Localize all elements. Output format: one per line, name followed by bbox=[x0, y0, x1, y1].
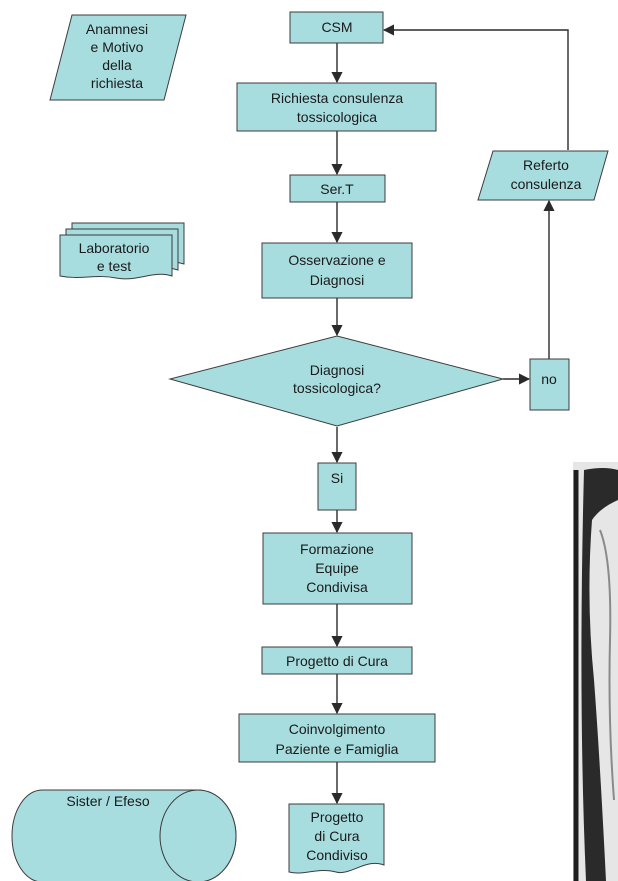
node-no: no bbox=[529, 358, 570, 411]
csm-box bbox=[289, 11, 384, 44]
no-box bbox=[529, 358, 570, 411]
node-anamnesi: Anamnesi e Motivo della richiesta bbox=[49, 14, 187, 101]
node-sert: Ser.T bbox=[289, 174, 386, 203]
referto-label-2: consulenza bbox=[511, 176, 582, 192]
sert-box bbox=[289, 174, 386, 203]
laboratorio-page-front bbox=[59, 234, 173, 280]
node-progetto: Progetto di Cura bbox=[261, 646, 413, 675]
formazione-label-2: Equipe bbox=[315, 560, 359, 576]
connectors bbox=[331, 24, 569, 805]
arrow-referto-to-csm bbox=[382, 24, 569, 150]
coinvolgimento-label-2: Paziente e Famiglia bbox=[276, 741, 399, 757]
node-csm: CSM bbox=[289, 11, 384, 44]
formazione-label-1: Formazione bbox=[300, 541, 374, 557]
node-osservazione: Osservazione e Diagnosi bbox=[261, 242, 413, 299]
progetto-condiviso-label-1: Progetto bbox=[311, 809, 364, 825]
progetto-condiviso-shape bbox=[288, 803, 385, 874]
node-laboratorio: Laboratorio e test bbox=[59, 222, 185, 280]
sister-cylinder-end bbox=[159, 789, 237, 881]
node-si: Si bbox=[317, 462, 357, 511]
progetto-condiviso-label-2: di Cura bbox=[314, 828, 359, 844]
laboratorio-label-2: e test bbox=[97, 258, 131, 274]
si-box bbox=[317, 462, 357, 511]
decision-label-2: tossicologica? bbox=[293, 380, 381, 396]
csm-label: CSM bbox=[321, 19, 352, 35]
decision-shape bbox=[168, 335, 505, 427]
node-richiesta: Richiesta consulenza tossicologica bbox=[236, 82, 437, 132]
referto-label-1: Referto bbox=[523, 157, 569, 173]
osservazione-box bbox=[261, 242, 413, 299]
photo-fragment bbox=[573, 462, 618, 881]
laboratorio-label-1: Laboratorio bbox=[79, 240, 150, 256]
referto-shape bbox=[477, 150, 609, 201]
progetto-condiviso-label-3: Condiviso bbox=[306, 847, 368, 863]
sister-label: Sister / Efeso bbox=[66, 793, 149, 809]
anamnesi-label-2: e Motivo bbox=[91, 39, 144, 55]
osservazione-label-1: Osservazione e bbox=[288, 252, 385, 268]
progetto-label: Progetto di Cura bbox=[286, 653, 388, 669]
decision-label-1: Diagnosi bbox=[310, 362, 364, 378]
progetto-box bbox=[261, 646, 413, 675]
node-decision: Diagnosi tossicologica? bbox=[168, 335, 505, 427]
sert-label: Ser.T bbox=[320, 181, 354, 197]
osservazione-label-2: Diagnosi bbox=[310, 272, 364, 288]
node-formazione: Formazione Equipe Condivisa bbox=[262, 532, 413, 605]
node-coinvolgimento: Coinvolgimento Paziente e Famiglia bbox=[238, 713, 436, 763]
si-label: Si bbox=[331, 470, 343, 486]
anamnesi-label-1: Anamnesi bbox=[86, 21, 148, 37]
node-referto: Referto consulenza bbox=[477, 150, 609, 201]
formazione-box bbox=[262, 532, 413, 605]
anamnesi-label-4: richiesta bbox=[91, 75, 143, 91]
richiesta-box bbox=[236, 82, 437, 132]
node-sister: Sister / Efeso bbox=[11, 789, 237, 881]
coinvolgimento-box bbox=[238, 713, 436, 763]
richiesta-label-2: tossicologica bbox=[297, 109, 377, 125]
photo-fragment-dark-shape bbox=[581, 468, 618, 881]
richiesta-label-1: Richiesta consulenza bbox=[271, 90, 404, 106]
photo-fragment-light-shape bbox=[599, 529, 615, 801]
anamnesi-shape bbox=[49, 14, 187, 101]
formazione-label-3: Condivisa bbox=[306, 579, 368, 595]
node-progetto-condiviso: Progetto di Cura Condiviso bbox=[288, 803, 385, 874]
no-label: no bbox=[541, 371, 557, 387]
anamnesi-label-3: della bbox=[102, 57, 132, 73]
coinvolgimento-label-1: Coinvolgimento bbox=[289, 721, 386, 737]
